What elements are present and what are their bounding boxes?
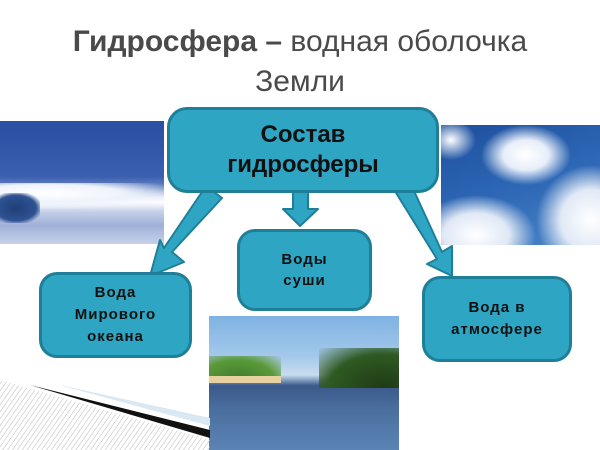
title-line2: Земли	[255, 65, 345, 98]
box-land-waters: Воды суши	[237, 229, 372, 311]
box-label: Вода в атмосфере	[451, 299, 543, 338]
ocean-wave-photo	[0, 121, 164, 244]
box-world-ocean-water: Вода Мирового океана	[39, 272, 192, 358]
cloudy-sky-photo	[441, 125, 600, 245]
box-label: Воды суши	[281, 251, 328, 289]
title-rest: водная оболочка	[282, 25, 528, 58]
river-landscape-photo	[209, 316, 399, 450]
title-bold: Гидросфера –	[72, 25, 283, 58]
center-box-line1: Состав	[260, 121, 346, 148]
box-atmosphere-water: Вода в атмосфере	[422, 276, 572, 362]
slide-title: Гидросфера – водная оболочка Земли	[0, 22, 600, 102]
sand-bank	[209, 376, 281, 383]
arrow-to-land	[282, 189, 319, 227]
box-label: Вода Мирового океана	[74, 284, 157, 345]
center-box-line2: гидросферы	[227, 151, 379, 178]
center-box-hydrosphere-composition: Состав гидросферы	[167, 107, 439, 193]
right-forest	[319, 348, 399, 388]
wave-crest	[0, 193, 40, 223]
